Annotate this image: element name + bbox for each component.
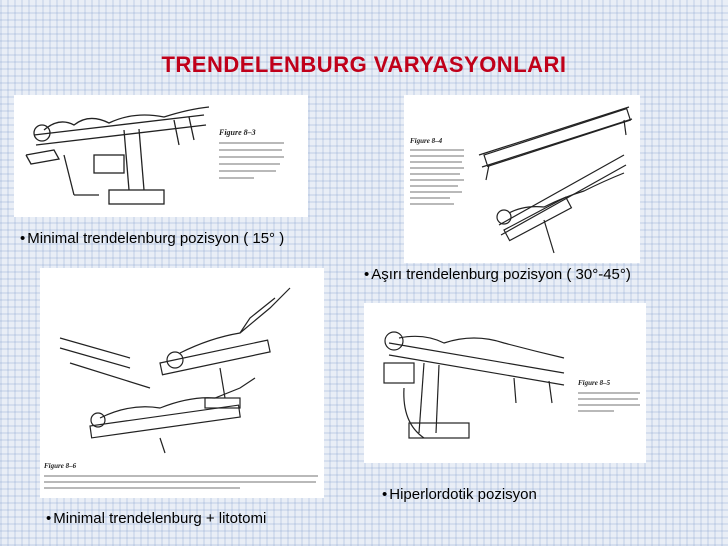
caption-asiri-trendelenburg: •Aşırı trendelenburg pozisyon ( 30°-45°)	[364, 266, 631, 283]
figure-label: Figure 8–4	[410, 137, 443, 145]
caption-text: Minimal trendelenburg + litotomi	[53, 510, 267, 527]
figure-label: Figure 8–5	[578, 379, 611, 387]
caption-text: Aşırı trendelenburg pozisyon ( 30°-45°)	[371, 266, 631, 283]
slide-title: TRENDELENBURG VARYASYONLARI	[161, 52, 567, 77]
bullet: •	[364, 266, 370, 283]
caption-minimal-trendelenburg: •Minimal trendelenburg pozisyon ( 15° )	[20, 230, 284, 247]
figure-label: Figure 8–6	[44, 462, 77, 470]
caption-hiperlordotik: •Hiperlordotik pozisyon	[382, 486, 537, 503]
image-minimal-trendelenburg: Figure 8–3	[14, 95, 308, 217]
image-hiperlordotik: Figure 8–5	[364, 303, 646, 463]
bullet: •	[382, 486, 388, 503]
caption-text: Hiperlordotik pozisyon	[389, 486, 537, 503]
figure-label: Figure 8–3	[218, 128, 256, 137]
caption-trendelenburg-litotomi: •Minimal trendelenburg + litotomi	[46, 510, 266, 527]
image-asiri-trendelenburg: Figure 8–4	[404, 95, 640, 263]
caption-text: Minimal trendelenburg pozisyon ( 15° )	[27, 230, 285, 247]
bullet: •	[46, 510, 52, 527]
image-trendelenburg-litotomi: Figure 8–6	[40, 268, 324, 498]
bullet: •	[20, 230, 26, 247]
